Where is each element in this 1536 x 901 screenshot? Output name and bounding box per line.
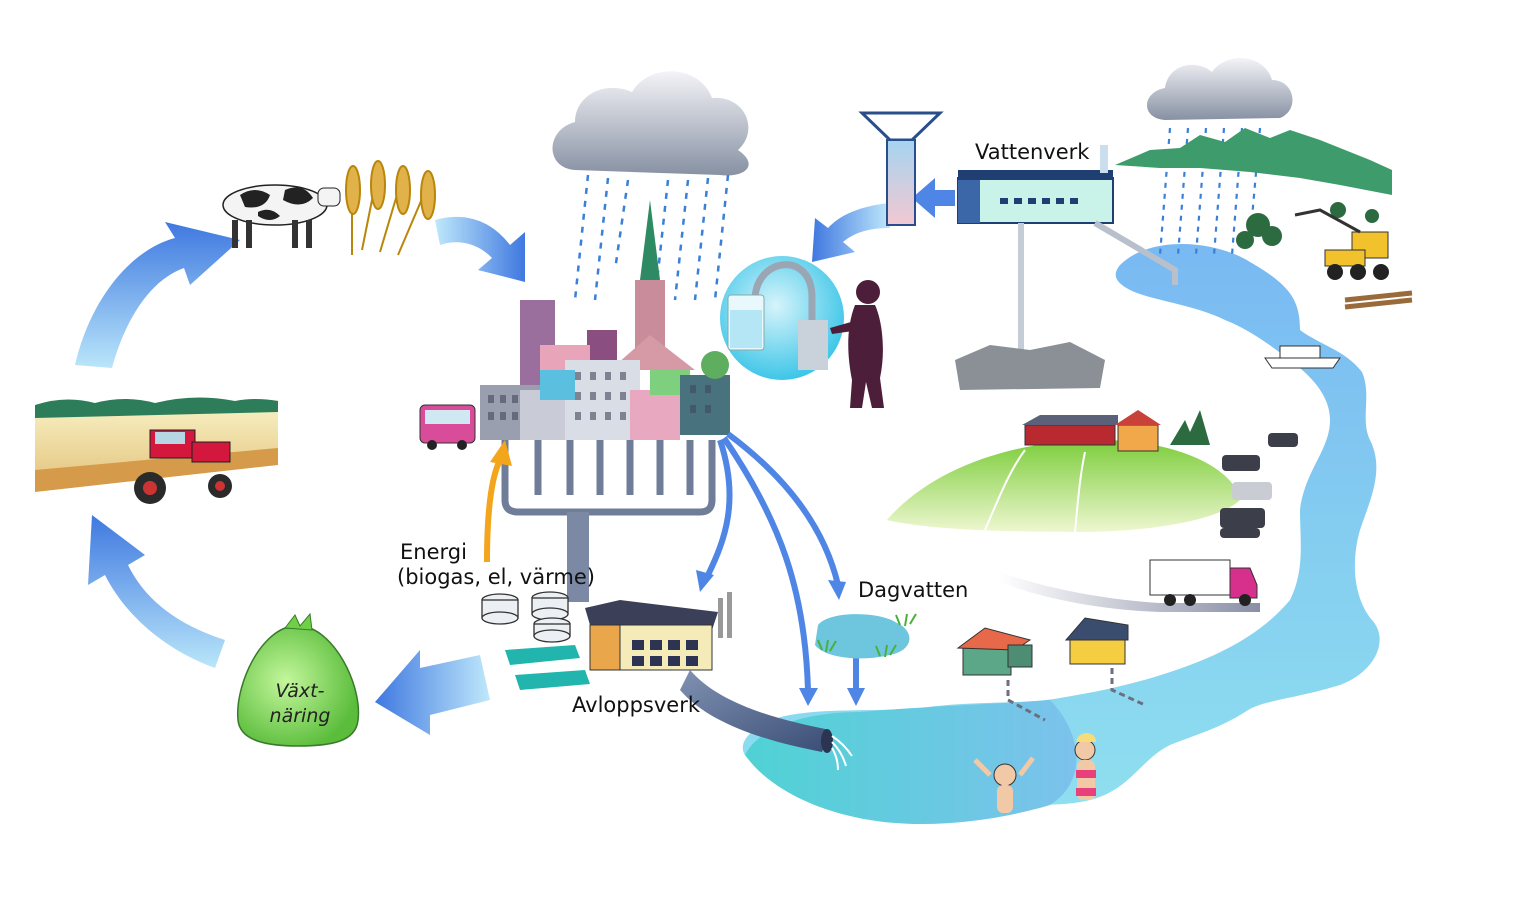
road (1000, 572, 1260, 612)
nutrient-bag-icon (236, 612, 360, 747)
arrow-field-to-cow (75, 222, 240, 368)
bus-icon (419, 404, 476, 450)
label-avloppsverk: Avloppsverk (572, 693, 700, 717)
timber-icon (1344, 290, 1413, 310)
field (35, 397, 278, 504)
label-vattenverk: Vattenverk (975, 140, 1090, 164)
farm-hill (887, 410, 1240, 533)
arrow-plant-to-bag (375, 650, 490, 735)
stormwater-pond (815, 613, 917, 659)
harvester-icon (1294, 208, 1389, 280)
energy-arrow (484, 440, 512, 563)
sludge-beds (505, 645, 590, 690)
farm-icon (1022, 410, 1161, 452)
cloud-icon (552, 71, 749, 176)
cattle-icon (1220, 433, 1298, 538)
arrow-plant-to-gauge (912, 178, 955, 218)
cow-icon (222, 184, 341, 248)
outlet-pipe-icon (680, 670, 853, 771)
sewer-pipes (501, 440, 716, 516)
water-tap-icon (720, 256, 844, 380)
truck-icon (1149, 559, 1258, 606)
tractor-icon (134, 429, 232, 504)
treatment-plant-icon (585, 592, 732, 671)
label-energi-line1: Energi (400, 540, 467, 564)
arrow-bag-to-field (88, 515, 225, 668)
waterworks-icon (955, 145, 1178, 390)
person-icon (830, 280, 884, 408)
label-vaxtnaring-line2: näring (269, 705, 331, 727)
stormwater-arrows (705, 431, 859, 691)
forest-icon (1115, 128, 1392, 249)
rain-icon-small (1158, 127, 1262, 256)
swimmer-icon (973, 733, 1096, 813)
house-icon-yellow (1064, 617, 1146, 707)
cloud-icon-small (1146, 58, 1293, 120)
rain-icon (573, 174, 730, 301)
house-icon (956, 627, 1046, 722)
stormwater-arrowheads (696, 570, 865, 706)
rain-gauge-icon (858, 111, 944, 226)
cycle-arrows (75, 178, 955, 735)
label-dagvatten: Dagvatten (858, 578, 969, 602)
ship-icon (1264, 345, 1341, 369)
label-energi-line2: (biogas, el, värme) (397, 565, 595, 589)
label-vaxtnaring-line1: Växt- (275, 680, 325, 702)
wheat-icon (345, 160, 436, 256)
arrow-gauge-to-tap (812, 203, 890, 262)
biogas-tank-icon (481, 591, 571, 643)
arrow-cow-to-city (435, 216, 525, 282)
city-icon (480, 200, 730, 602)
